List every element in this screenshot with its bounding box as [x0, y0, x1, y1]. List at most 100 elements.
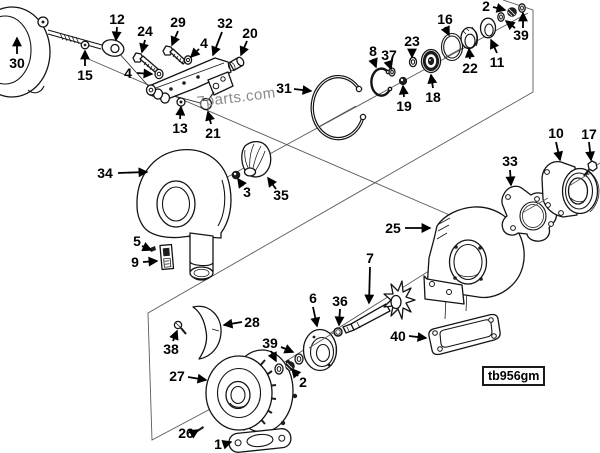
callout-arrow: [585, 141, 595, 162]
callout-number: 38: [163, 341, 179, 357]
part-21-ball-stud: [199, 91, 215, 111]
callout-arrow: [364, 266, 375, 305]
callout-16: 16: [437, 11, 453, 37]
callout-arrow: [291, 367, 302, 379]
bracket-spacer-stack: [145, 84, 171, 104]
callout-number: 22: [462, 60, 478, 76]
callout-arrow: [505, 169, 516, 187]
bracket-tab: [207, 71, 234, 96]
callout-31: 31: [276, 80, 313, 96]
part-11-washer-disc: [479, 17, 497, 39]
callout-number: 16: [437, 11, 453, 27]
callout-arrow: [211, 31, 223, 57]
part-30-actuator: [0, 6, 51, 98]
callout-36: 36: [332, 293, 348, 327]
callout-number: 27: [169, 368, 185, 384]
callout-18: 18: [425, 73, 441, 105]
callout-11: 11: [490, 38, 505, 70]
part-22-spring-washer-stack: [460, 26, 479, 50]
callout-arrow: [440, 25, 450, 37]
part-6-thrust-plate: [302, 328, 338, 372]
part-35-compressor-wheel: [241, 140, 272, 178]
callout-arrow: [267, 176, 277, 190]
callout-number: 31: [276, 80, 292, 96]
callout-37: 37: [381, 47, 397, 71]
callout-arrow: [408, 332, 428, 342]
part-36-o-ring: [333, 327, 343, 337]
callout-number: 12: [109, 11, 125, 27]
callout-3: 3: [237, 177, 251, 200]
callout-number: 33: [502, 153, 518, 169]
callout-arrow: [169, 329, 179, 342]
callout-number: 1: [214, 436, 222, 452]
callout-number: 35: [273, 187, 289, 203]
part-7-shaft-and-wheel: [342, 280, 416, 334]
figure-code: tb956gm: [488, 369, 540, 383]
callout-number: 24: [137, 23, 153, 39]
callout-arrow: [492, 3, 507, 13]
callout-arrow: [553, 141, 564, 162]
part-3-locknut: [231, 170, 241, 180]
callout-arrow: [398, 84, 409, 98]
callout-arrow: [464, 47, 475, 60]
callout-arrow: [293, 85, 313, 95]
part-40-gasket: [428, 313, 501, 356]
callout-2: 2: [482, 0, 507, 14]
callout-arrow: [189, 47, 201, 59]
callout-32: 32: [211, 15, 233, 57]
callout-arrow: [170, 30, 180, 47]
callout-4: 4: [189, 35, 208, 59]
part-31-retaining-ring: [310, 74, 367, 141]
part-12-rod-end: [47, 29, 125, 57]
callout-arrow: [175, 105, 186, 120]
part-29-bolt: [162, 45, 187, 65]
figure-code-box: tb956gm: [482, 366, 546, 386]
callout-number: 19: [396, 98, 412, 114]
callout-number: 20: [242, 25, 258, 41]
callout-29: 29: [170, 14, 186, 47]
part-13-nut: [176, 97, 186, 107]
callout-arrow: [141, 242, 153, 252]
callout-number: 10: [548, 125, 564, 141]
callout-number: 11: [490, 54, 505, 70]
callout-number: 4: [124, 65, 132, 81]
callout-number: 23: [404, 33, 420, 49]
callout-number: 17: [581, 126, 597, 142]
callout-21: 21: [205, 110, 221, 141]
callout-arrow: [187, 373, 208, 384]
callout-number: 25: [385, 220, 401, 236]
callout-25: 25: [385, 220, 432, 236]
part-38-screw: [173, 320, 187, 335]
part-19-nut: [398, 76, 408, 86]
callout-arrow: [188, 429, 200, 439]
callout-arrow: [504, 20, 516, 31]
callout-arrow: [205, 110, 215, 125]
callout-4: 4: [124, 65, 154, 81]
callout-arrow: [334, 308, 345, 327]
callout-number: 29: [170, 14, 186, 30]
callout-number: 2: [482, 0, 490, 14]
callout-6: 6: [309, 290, 321, 328]
callout-23: 23: [404, 33, 420, 59]
callout-number: 40: [390, 328, 406, 344]
part-4-washers: [154, 55, 193, 80]
callout-number: 34: [97, 165, 113, 181]
callout-34: 34: [97, 165, 149, 181]
callout-5: 5: [133, 233, 153, 252]
callout-number: 7: [366, 250, 374, 266]
part-34-compressor-housing: [136, 149, 232, 281]
callout-number: 39: [262, 335, 278, 351]
part-39-washers-top: [497, 3, 526, 22]
callout-arrow: [490, 38, 500, 54]
callout-arrow: [427, 73, 438, 89]
callout-number: 28: [244, 314, 260, 330]
callout-22: 22: [462, 47, 478, 76]
callout-39: 39: [262, 335, 295, 363]
callout-number: 15: [77, 67, 93, 83]
callout-arrow: [383, 59, 394, 71]
callout-33: 33: [502, 153, 518, 187]
callout-arrow: [368, 57, 378, 69]
callout-arrow: [111, 26, 122, 42]
part-18-bearing: [420, 48, 442, 74]
